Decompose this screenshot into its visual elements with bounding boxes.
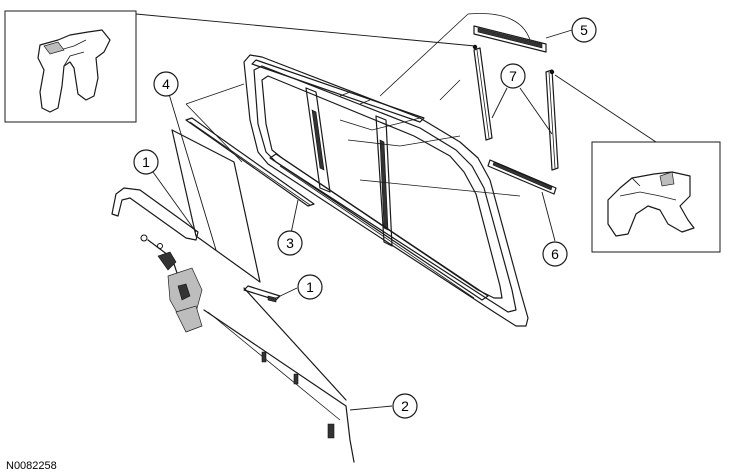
callout-6-label: 6 [551, 246, 559, 262]
callout-3-label: 3 [286, 235, 294, 251]
inset-leader-left [135, 13, 476, 47]
callout-2: 2 [392, 393, 418, 419]
seal-left [111, 187, 199, 241]
callout-5-label: 5 [580, 22, 588, 38]
lower-rail [185, 117, 315, 207]
regulator-cable [203, 287, 355, 463]
window-frame [243, 54, 529, 327]
top-weatherstrip [473, 25, 547, 53]
detail-inset-right [591, 141, 721, 253]
pane-edge [185, 83, 245, 105]
callout-1-right: 1 [297, 274, 323, 300]
detail-inset-left [4, 10, 137, 123]
sliding-glass-pane [171, 129, 261, 283]
callout-7: 7 [500, 63, 526, 89]
callout-4-label: 4 [162, 76, 170, 92]
callout-5: 5 [571, 17, 597, 43]
part-number: N0082258 [6, 460, 57, 472]
callout-1-left-label: 1 [142, 154, 150, 170]
callout-4: 4 [153, 71, 179, 97]
callout-2-label: 2 [401, 398, 409, 414]
callout-3: 3 [277, 230, 303, 256]
pane-outline [339, 13, 521, 197]
bottom-weatherstrip [487, 159, 557, 195]
pane-arc [467, 13, 531, 41]
inset-leader-right [554, 74, 657, 143]
seal-small-tab [267, 295, 277, 303]
vertical-seals [472, 44, 559, 171]
callout-1-left: 1 [133, 149, 159, 175]
regulator-assembly [140, 234, 203, 333]
callout-1-right-label: 1 [306, 279, 314, 295]
callout-7-label: 7 [509, 68, 517, 84]
callout-6: 6 [542, 241, 568, 267]
